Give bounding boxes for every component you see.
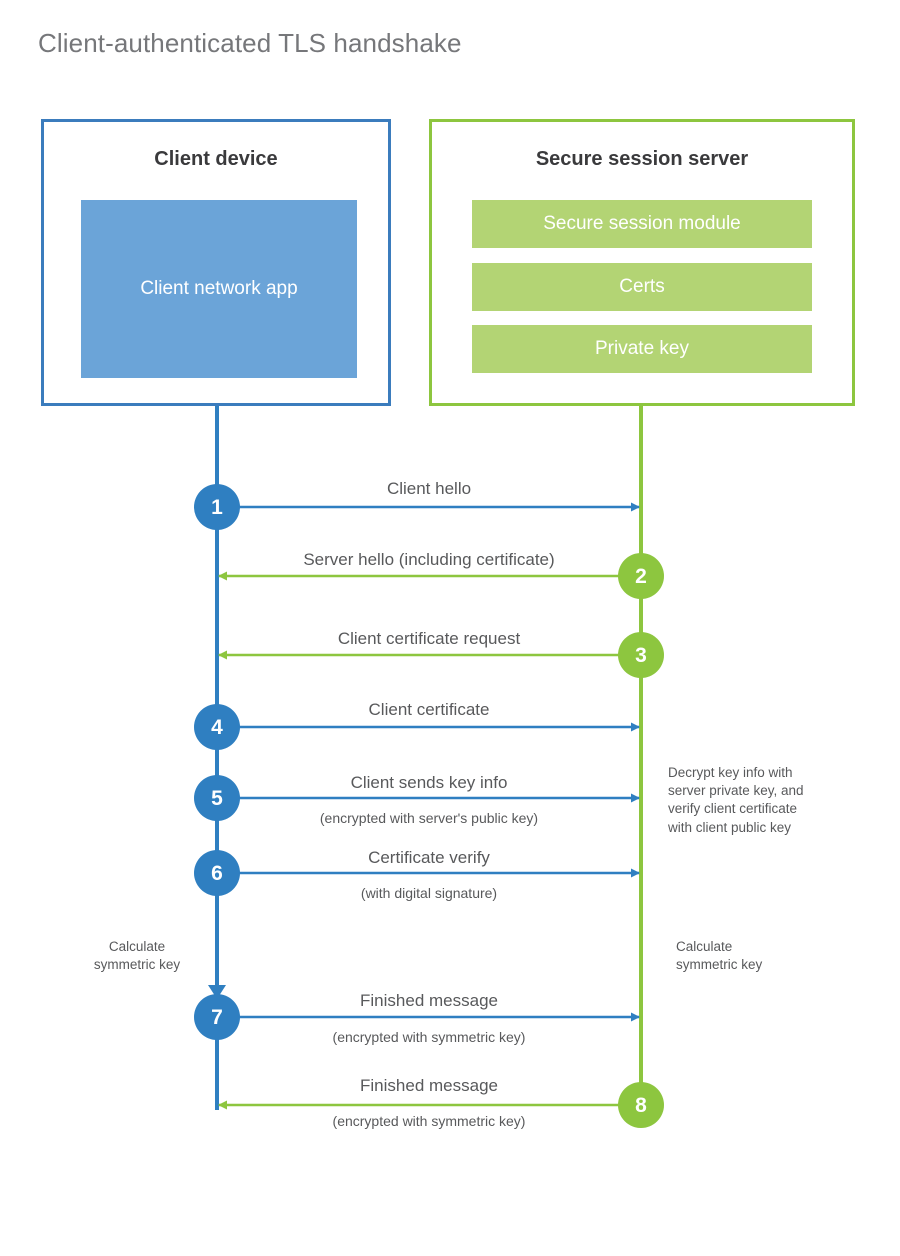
message-label-3: Client certificate request xyxy=(337,629,521,648)
step-circle-4[interactable]: 4 xyxy=(194,704,240,750)
server-block-private-key: Private key xyxy=(472,325,812,373)
message-label-2: Server hello (including certificate) xyxy=(303,550,555,569)
client-lifeline-arrowhead xyxy=(208,985,226,999)
server-block-secure-session-module: Secure session module xyxy=(472,200,812,248)
message-sublabel-7: (encrypted with symmetric key) xyxy=(332,1029,526,1045)
client-device-title: Client device xyxy=(154,148,278,170)
client-network-app-block: Client network app xyxy=(81,200,357,378)
note-server-decrypt: Decrypt key info with server private key… xyxy=(668,765,804,835)
message-sublabel-6: (with digital signature) xyxy=(360,885,498,901)
note-client-calculate-symmetric-key: Calculate symmetric key xyxy=(93,939,181,973)
step-circle-6[interactable]: 6 xyxy=(194,850,240,896)
message-label-7: Finished message xyxy=(360,991,498,1010)
message-label-5: Client sends key info xyxy=(350,773,508,792)
server-block-certs: Certs xyxy=(472,263,812,311)
message-label-8: Finished message xyxy=(360,1076,498,1095)
client-device-box: Client device Client network app xyxy=(41,119,391,406)
secure-session-server-title: Secure session server xyxy=(535,148,749,170)
message-sublabel-5: (encrypted with server's public key) xyxy=(319,810,539,826)
message-sublabel-8: (encrypted with symmetric key) xyxy=(332,1113,526,1129)
message-label-1: Client hello xyxy=(386,479,472,498)
page-title: Client-authenticated TLS handshake xyxy=(38,28,462,58)
step-circle-5[interactable]: 5 xyxy=(194,775,240,821)
step-circle-7[interactable]: 7 xyxy=(194,994,240,1040)
step-circle-8[interactable]: 8 xyxy=(618,1082,664,1128)
step-circle-2[interactable]: 2 xyxy=(618,553,664,599)
step-circle-3[interactable]: 3 xyxy=(618,632,664,678)
step-circle-1[interactable]: 1 xyxy=(194,484,240,530)
secure-session-server-box: Secure session server Secure session mod… xyxy=(429,119,855,406)
message-label-6: Certificate verify xyxy=(368,848,490,867)
note-server-calculate-symmetric-key: Calculate symmetric key xyxy=(676,939,763,973)
message-label-4: Client certificate xyxy=(368,700,490,719)
